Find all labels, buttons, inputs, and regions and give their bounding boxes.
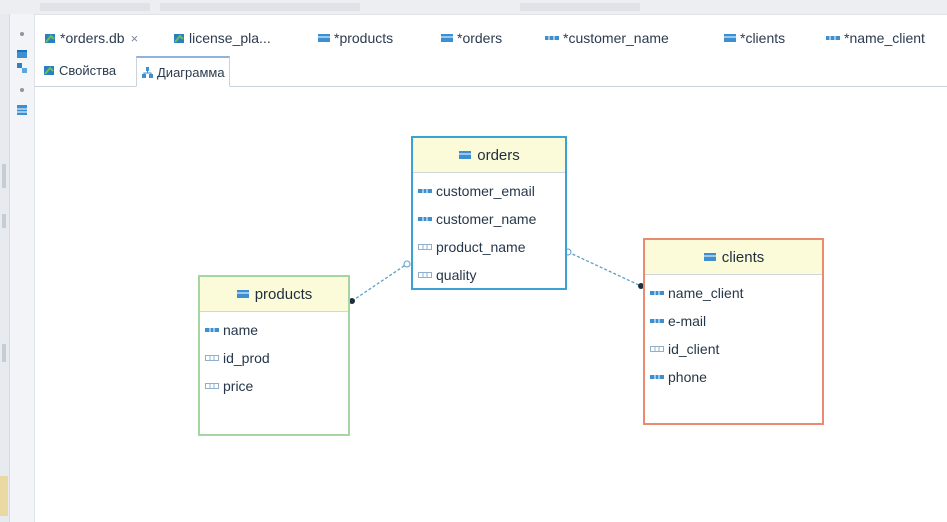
minimize-icon[interactable] bbox=[16, 28, 28, 40]
attribute-name: e-mail bbox=[668, 313, 707, 329]
tab-label: Свойства bbox=[59, 63, 117, 78]
attribute-row[interactable]: id_prod bbox=[200, 344, 348, 372]
attribute-name: product_name bbox=[436, 239, 526, 255]
number-column-icon bbox=[418, 271, 432, 279]
tab-label: *orders.db bbox=[60, 30, 125, 46]
attribute-name: name_client bbox=[668, 285, 744, 301]
entity-title: products bbox=[254, 285, 313, 303]
tab-license-plates[interactable]: license_pla... bbox=[172, 22, 271, 54]
tab-label: *products bbox=[334, 30, 394, 46]
db-file-icon bbox=[43, 31, 57, 45]
attribute-name: phone bbox=[668, 369, 707, 385]
relation-end-marker bbox=[349, 298, 355, 304]
properties-icon bbox=[43, 64, 56, 77]
attribute-row[interactable]: customer_name bbox=[413, 205, 565, 233]
table-icon bbox=[458, 150, 472, 160]
entity-header[interactable]: orders bbox=[413, 138, 565, 173]
attribute-row[interactable]: name_client bbox=[645, 279, 822, 307]
top-strip bbox=[0, 0, 947, 15]
close-icon[interactable]: × bbox=[130, 30, 139, 46]
tab-customer-name[interactable]: *customer_name bbox=[544, 22, 669, 54]
column-icon bbox=[825, 34, 841, 42]
tab-orders[interactable]: *orders bbox=[440, 22, 502, 54]
attribute-name: customer_email bbox=[436, 183, 535, 199]
schema-icon[interactable] bbox=[16, 62, 28, 74]
string-column-icon bbox=[205, 327, 219, 333]
attribute-name: id_client bbox=[668, 341, 720, 357]
attribute-name: customer_name bbox=[436, 211, 537, 227]
tab-diagram[interactable]: Диаграмма bbox=[136, 56, 230, 87]
attribute-row[interactable]: id_client bbox=[645, 335, 822, 363]
diagram-canvas[interactable]: orders customer_email customer_name bbox=[35, 87, 947, 522]
string-column-icon bbox=[650, 374, 664, 380]
string-column-icon bbox=[650, 318, 664, 324]
attribute-row[interactable]: price bbox=[200, 372, 348, 400]
editor-tab-bar: *orders.db × license_pla... *products *o… bbox=[35, 22, 947, 54]
attribute-name: name bbox=[223, 322, 259, 338]
column-icon bbox=[544, 34, 560, 42]
attribute-name: price bbox=[223, 378, 254, 394]
entity-title: clients bbox=[721, 248, 765, 266]
tab-label: *orders bbox=[457, 30, 503, 46]
table-icon bbox=[440, 33, 454, 43]
relation-products-orders[interactable] bbox=[351, 263, 408, 302]
attribute-name: id_prod bbox=[223, 350, 270, 366]
attribute-row[interactable]: e-mail bbox=[645, 307, 822, 335]
tab-properties[interactable]: Свойства bbox=[43, 56, 116, 85]
attribute-row[interactable]: phone bbox=[645, 363, 822, 391]
number-column-icon bbox=[418, 243, 432, 251]
number-column-icon bbox=[650, 345, 664, 353]
attribute-name: quality bbox=[436, 267, 477, 283]
table-icon bbox=[703, 252, 717, 262]
tab-label: license_pla... bbox=[189, 30, 271, 46]
filter-icon[interactable] bbox=[16, 84, 28, 96]
entity-clients[interactable]: clients name_client e-mail bbox=[643, 238, 824, 425]
tab-orders-db[interactable]: *orders.db × bbox=[43, 22, 138, 54]
entity-products[interactable]: products name id_prod bbox=[198, 275, 350, 436]
tab-label: *customer_name bbox=[563, 30, 669, 46]
tab-name-client[interactable]: *name_client bbox=[825, 22, 925, 54]
left-toolbar bbox=[0, 14, 35, 522]
tables-icon[interactable] bbox=[16, 104, 28, 116]
entity-title: orders bbox=[477, 146, 520, 164]
attribute-row[interactable]: quality bbox=[413, 261, 565, 289]
sub-tab-bar: Свойства Диаграмма bbox=[35, 56, 947, 87]
tab-clients[interactable]: *clients bbox=[723, 22, 785, 54]
attribute-row[interactable]: product_name bbox=[413, 233, 565, 261]
relation-start-marker bbox=[403, 260, 411, 268]
attribute-row[interactable]: customer_email bbox=[413, 177, 565, 205]
attribute-row[interactable]: name bbox=[200, 316, 348, 344]
number-column-icon bbox=[205, 354, 219, 362]
number-column-icon bbox=[205, 382, 219, 390]
entity-orders[interactable]: orders customer_email customer_name bbox=[411, 136, 567, 290]
relation-end-marker bbox=[638, 283, 644, 289]
diagram-icon bbox=[141, 66, 154, 79]
entity-header[interactable]: clients bbox=[645, 240, 822, 275]
toolbar-edge bbox=[0, 14, 10, 522]
tab-label: *clients bbox=[740, 30, 786, 46]
string-column-icon bbox=[418, 188, 432, 194]
relation-clients-orders[interactable] bbox=[567, 251, 642, 287]
tab-label: *name_client bbox=[844, 30, 925, 46]
table-icon bbox=[723, 33, 737, 43]
db-file-icon bbox=[172, 31, 186, 45]
table-icon bbox=[236, 289, 250, 299]
entity-header[interactable]: products bbox=[200, 277, 348, 312]
string-column-icon bbox=[418, 216, 432, 222]
table-icon bbox=[317, 33, 331, 43]
string-column-icon bbox=[650, 290, 664, 296]
database-icon[interactable] bbox=[16, 48, 28, 60]
tab-products[interactable]: *products bbox=[317, 22, 393, 54]
tab-label: Диаграмма bbox=[157, 64, 225, 80]
